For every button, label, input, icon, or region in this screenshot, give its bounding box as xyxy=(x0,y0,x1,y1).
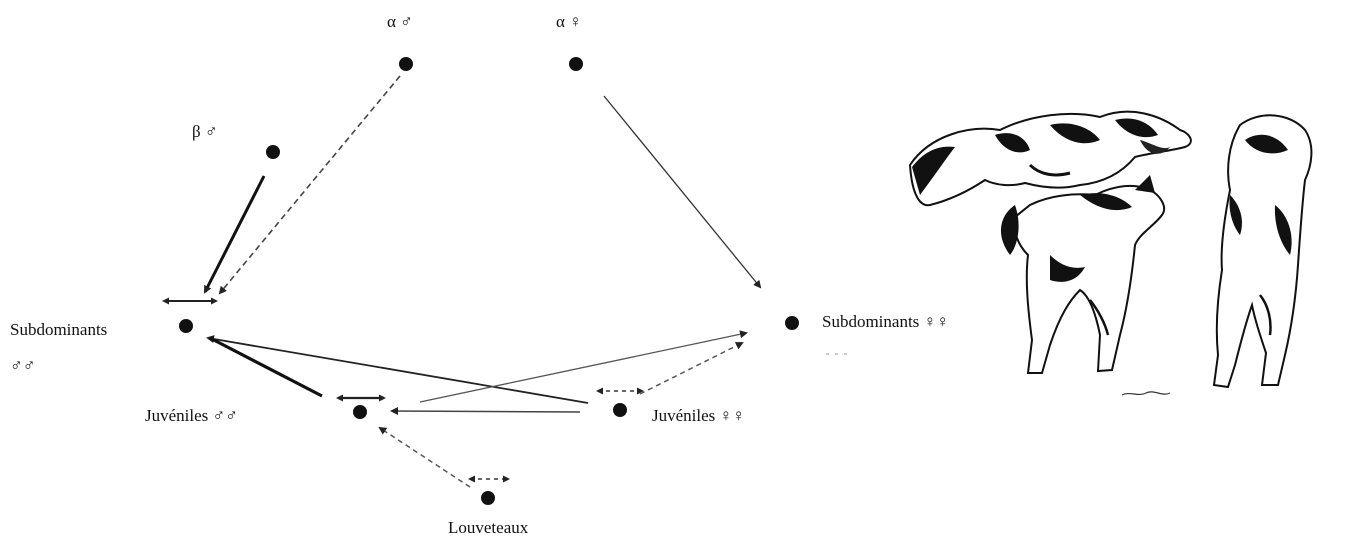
node-pups xyxy=(481,491,495,505)
edge-juvenile-females-to-juvenile-males xyxy=(390,407,581,416)
node-alpha-male xyxy=(399,57,413,71)
edge-juvenile-males-to-subdominant-females xyxy=(419,330,748,403)
label-juvenile-males: Juvéniles ♂♂ xyxy=(145,406,239,425)
artist-signature xyxy=(1121,391,1171,396)
label-alpha-male: α ♂ xyxy=(387,12,413,31)
label-subdominant-females: Subdominants ♀♀ xyxy=(822,312,950,331)
node-subdominant-males xyxy=(179,319,193,333)
standing-wolf-center xyxy=(1013,184,1166,374)
label-subdominant-males: Subdominants xyxy=(10,320,108,339)
edge-juvenile-males-to-subdominant-males-bold xyxy=(209,336,323,398)
node-juvenile-males xyxy=(353,405,367,419)
edge-juvenile-females-to-subdominant-females xyxy=(639,342,744,395)
leaping-wolf xyxy=(908,110,1192,207)
edge-beta-male-to-subdominant-males xyxy=(203,175,266,294)
standing-wolf-right xyxy=(1212,114,1313,389)
node-juvenile-females xyxy=(613,403,627,417)
edge-alpha-female-to-subdominant-females xyxy=(603,95,762,289)
label-alpha-female: α ♀ xyxy=(556,12,582,31)
label-juvenile-females: Juvéniles ♀♀ xyxy=(652,406,746,425)
label-pups: Louveteaux xyxy=(448,518,529,537)
node-beta-male xyxy=(266,145,280,159)
edge-juvenile-females-to-subdominant-males xyxy=(206,335,589,404)
label-subdominant-males-symbol: ♂♂ xyxy=(10,356,36,375)
node-subdominant-females xyxy=(785,316,799,330)
wolves-illustration xyxy=(908,110,1313,396)
edge-pups-to-juvenile-males xyxy=(378,426,471,488)
label-beta-male: β ♂ xyxy=(192,122,218,141)
edge-alpha-male-to-subdominant-males xyxy=(218,75,401,295)
node-alpha-female xyxy=(569,57,583,71)
